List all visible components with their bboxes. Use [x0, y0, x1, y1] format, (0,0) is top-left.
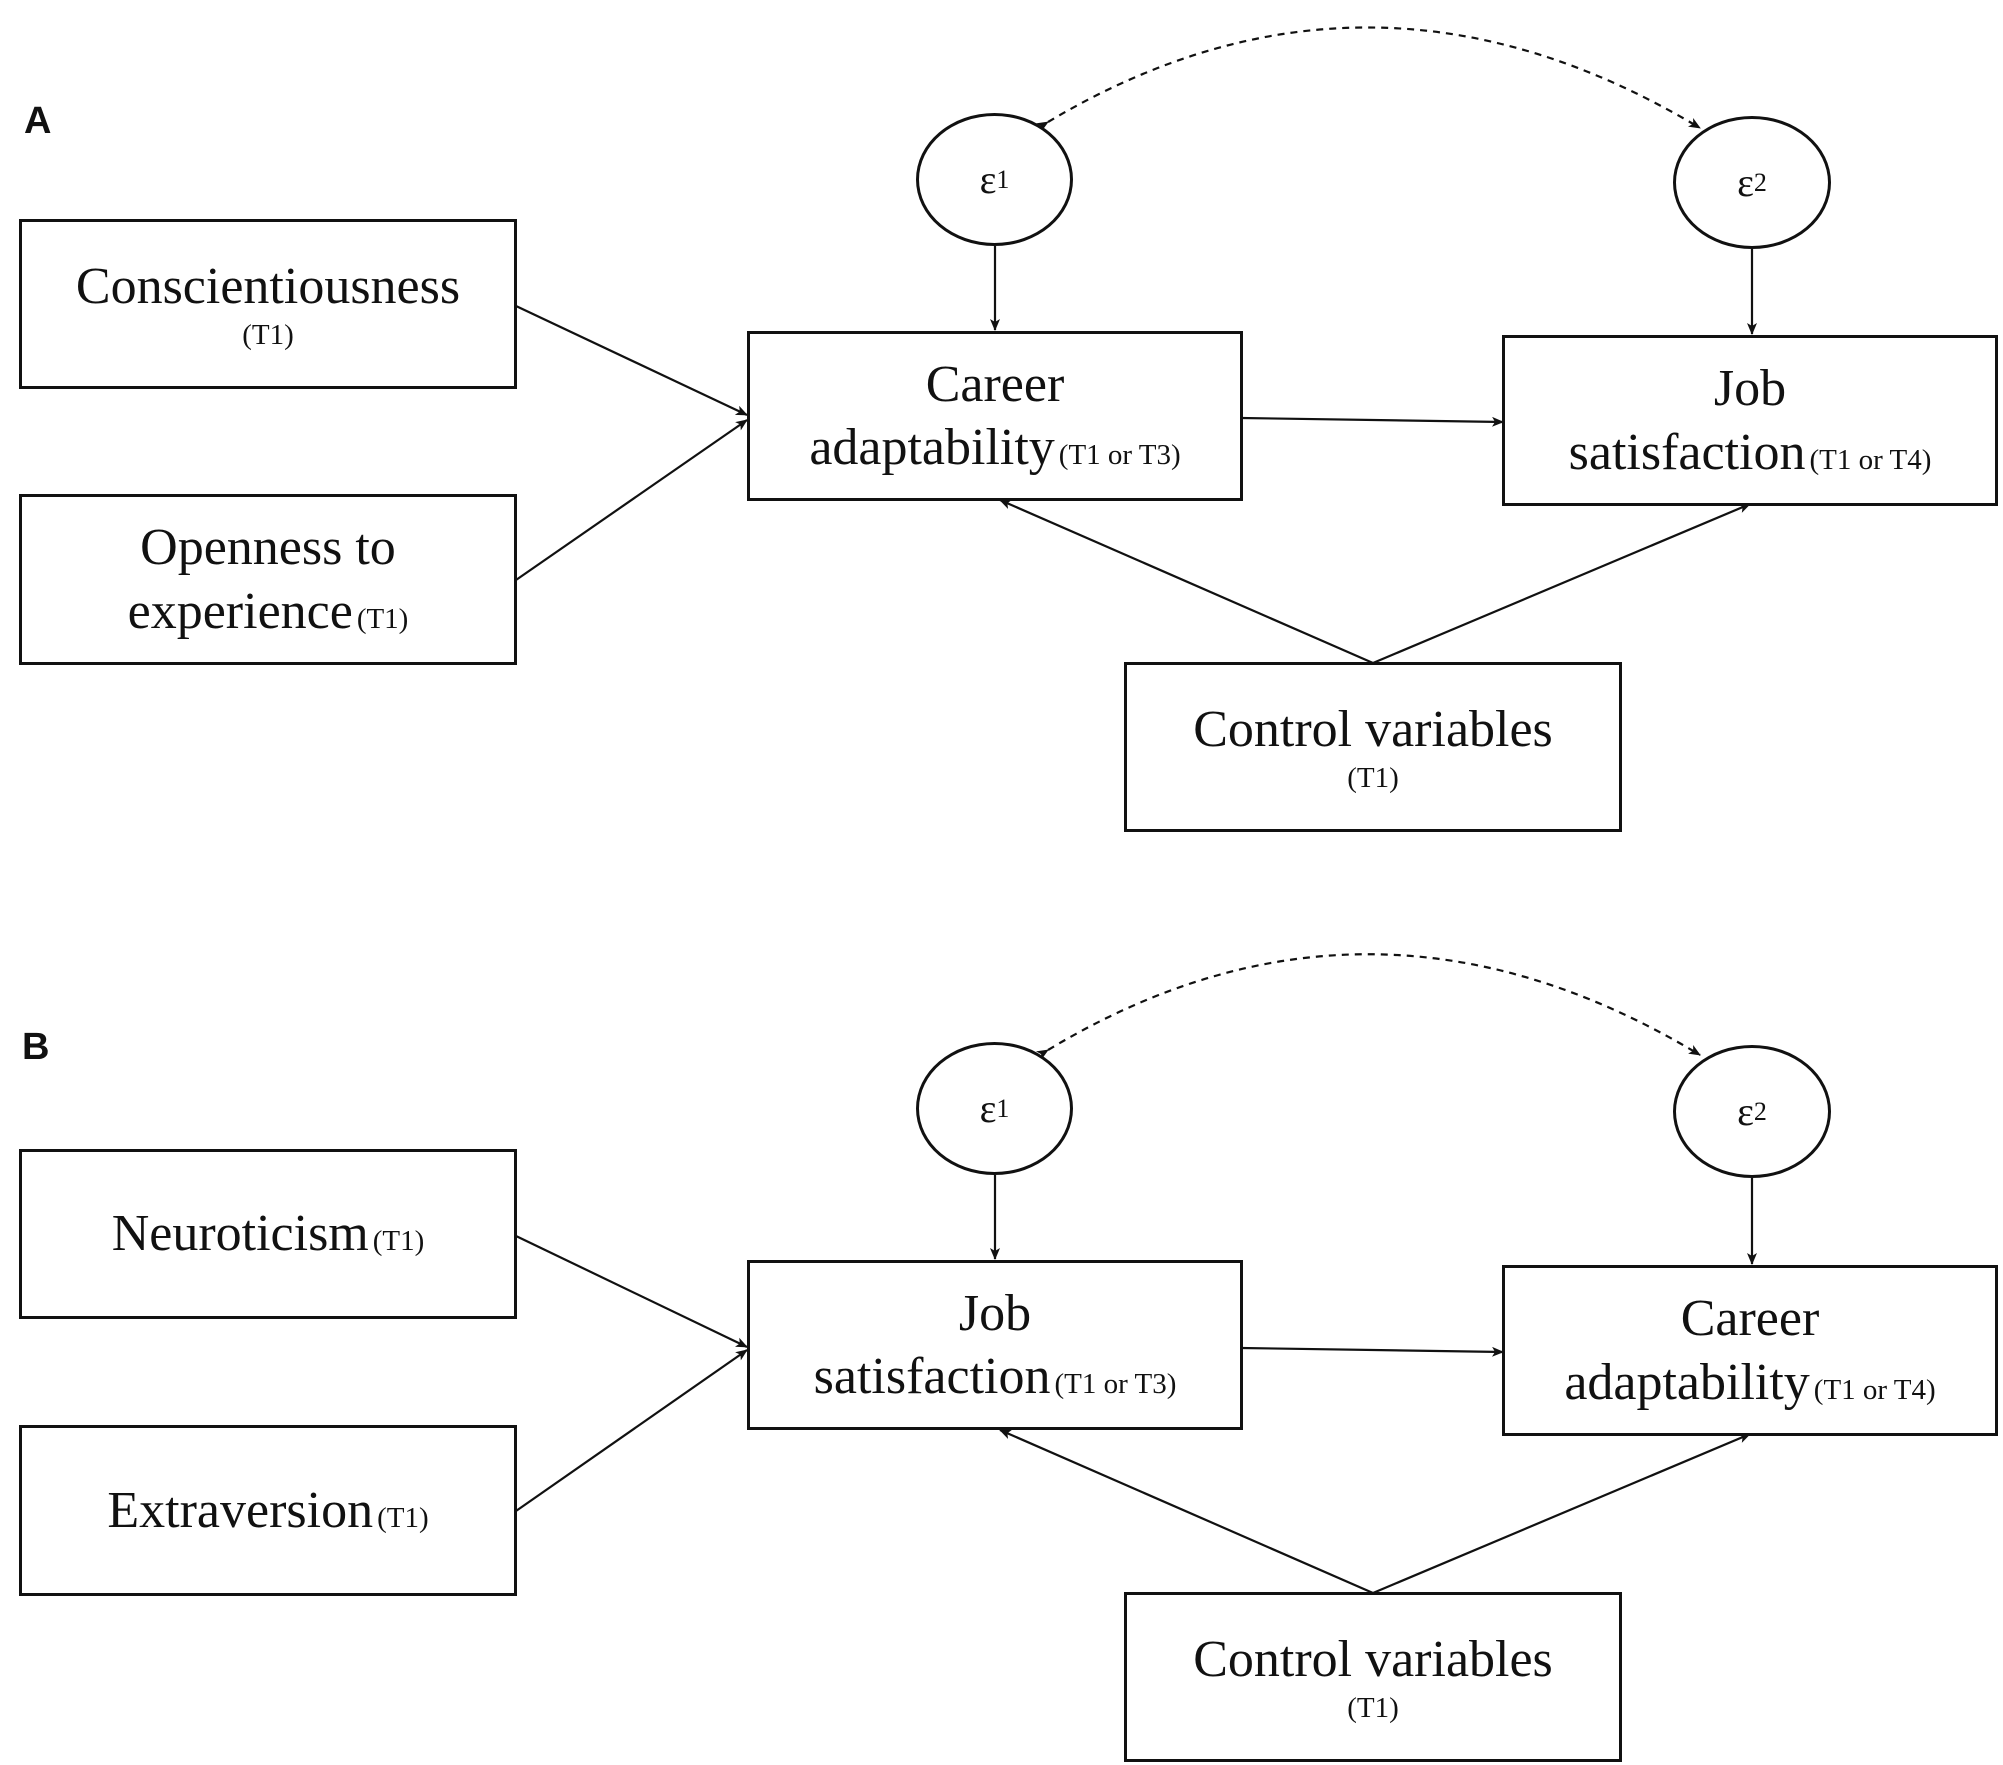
arrow-controls-to-mediator-a [999, 498, 1374, 665]
box-time: (T1) [372, 1225, 425, 1258]
box-time: (T1 or T3) [1054, 1368, 1177, 1400]
box-title: Extraversion [107, 1481, 374, 1539]
error-symbol: ε [1737, 1089, 1754, 1134]
error-symbol: ε [979, 157, 997, 202]
box-title-line2: adaptability [1564, 1353, 1810, 1411]
box-time: (T1) [242, 319, 294, 352]
box-title-line1: Job [958, 1284, 1032, 1342]
box-title-line1: Career [1680, 1290, 1820, 1348]
box-job-satisfaction-a: Job satisfaction (T1 or T4) [1502, 335, 1998, 506]
box-extraversion: Extraversion (T1) [19, 1425, 517, 1596]
box-time: (T1 or T4) [1809, 443, 1932, 476]
arrow-pred2-to-mediator-b [515, 1349, 748, 1512]
arrow-pred1-to-mediator-a [515, 305, 748, 416]
box-career-adaptability-a: Career adaptability (T1 or T3) [747, 331, 1243, 501]
correlation-arc-b [1035, 953, 1701, 1060]
arrow-pred2-to-mediator-a [515, 419, 748, 581]
box-title-line1: Job [1713, 360, 1787, 418]
error-index: 1 [996, 1093, 1010, 1123]
box-title-line2: satisfaction [1568, 423, 1806, 481]
arrow-controls-to-outcome-b [1372, 1432, 1751, 1595]
arrow-pred1-to-mediator-b [515, 1235, 748, 1348]
box-title-line1: Openness to [140, 519, 396, 577]
box-time: (T1) [356, 602, 409, 635]
box-conscientiousness: Conscientiousness (T1) [19, 219, 517, 389]
arrow-controls-to-outcome-a [1372, 502, 1751, 665]
arrow-controls-to-mediator-b [999, 1428, 1374, 1595]
box-control-variables-b: Control variables (T1) [1124, 1592, 1622, 1762]
box-time: (T1) [1347, 762, 1399, 795]
box-control-variables-a: Control variables (T1) [1124, 662, 1622, 832]
error-symbol: ε [979, 1086, 997, 1131]
box-title: Control variables [1193, 700, 1553, 758]
box-title-line1: Career [925, 355, 1065, 413]
arrow-mediator-to-outcome-b [1240, 1346, 1504, 1357]
error-index: 2 [1753, 167, 1767, 197]
error-index: 2 [1753, 1096, 1767, 1126]
panel-a-label: A [24, 100, 52, 142]
error-symbol: ε [1737, 160, 1754, 205]
box-career-adaptability-b: Career adaptability (T1 or T4) [1502, 1265, 1998, 1436]
box-time: (T1) [377, 1501, 429, 1534]
box-title: Neuroticism [111, 1205, 369, 1263]
box-title: Conscientiousness [75, 257, 461, 315]
box-title-line2: adaptability [809, 419, 1055, 476]
box-openness: Openness to experience (T1) [19, 494, 517, 665]
box-title-line2: experience [127, 582, 353, 640]
box-job-satisfaction-b: Job satisfaction (T1 or T3) [747, 1260, 1243, 1430]
box-time: (T1) [1347, 1692, 1399, 1725]
panel-b-label: B [22, 1026, 50, 1068]
box-neuroticism: Neuroticism (T1) [19, 1149, 517, 1319]
box-title-line2: satisfaction [813, 1348, 1051, 1405]
error-index: 1 [996, 164, 1010, 194]
box-time: (T1 or T3) [1058, 439, 1181, 471]
correlation-arc-a [1035, 26, 1701, 132]
box-title: Control variables [1193, 1630, 1553, 1688]
box-time: (T1 or T4) [1813, 1373, 1936, 1406]
arrow-mediator-to-outcome-a [1240, 416, 1504, 427]
